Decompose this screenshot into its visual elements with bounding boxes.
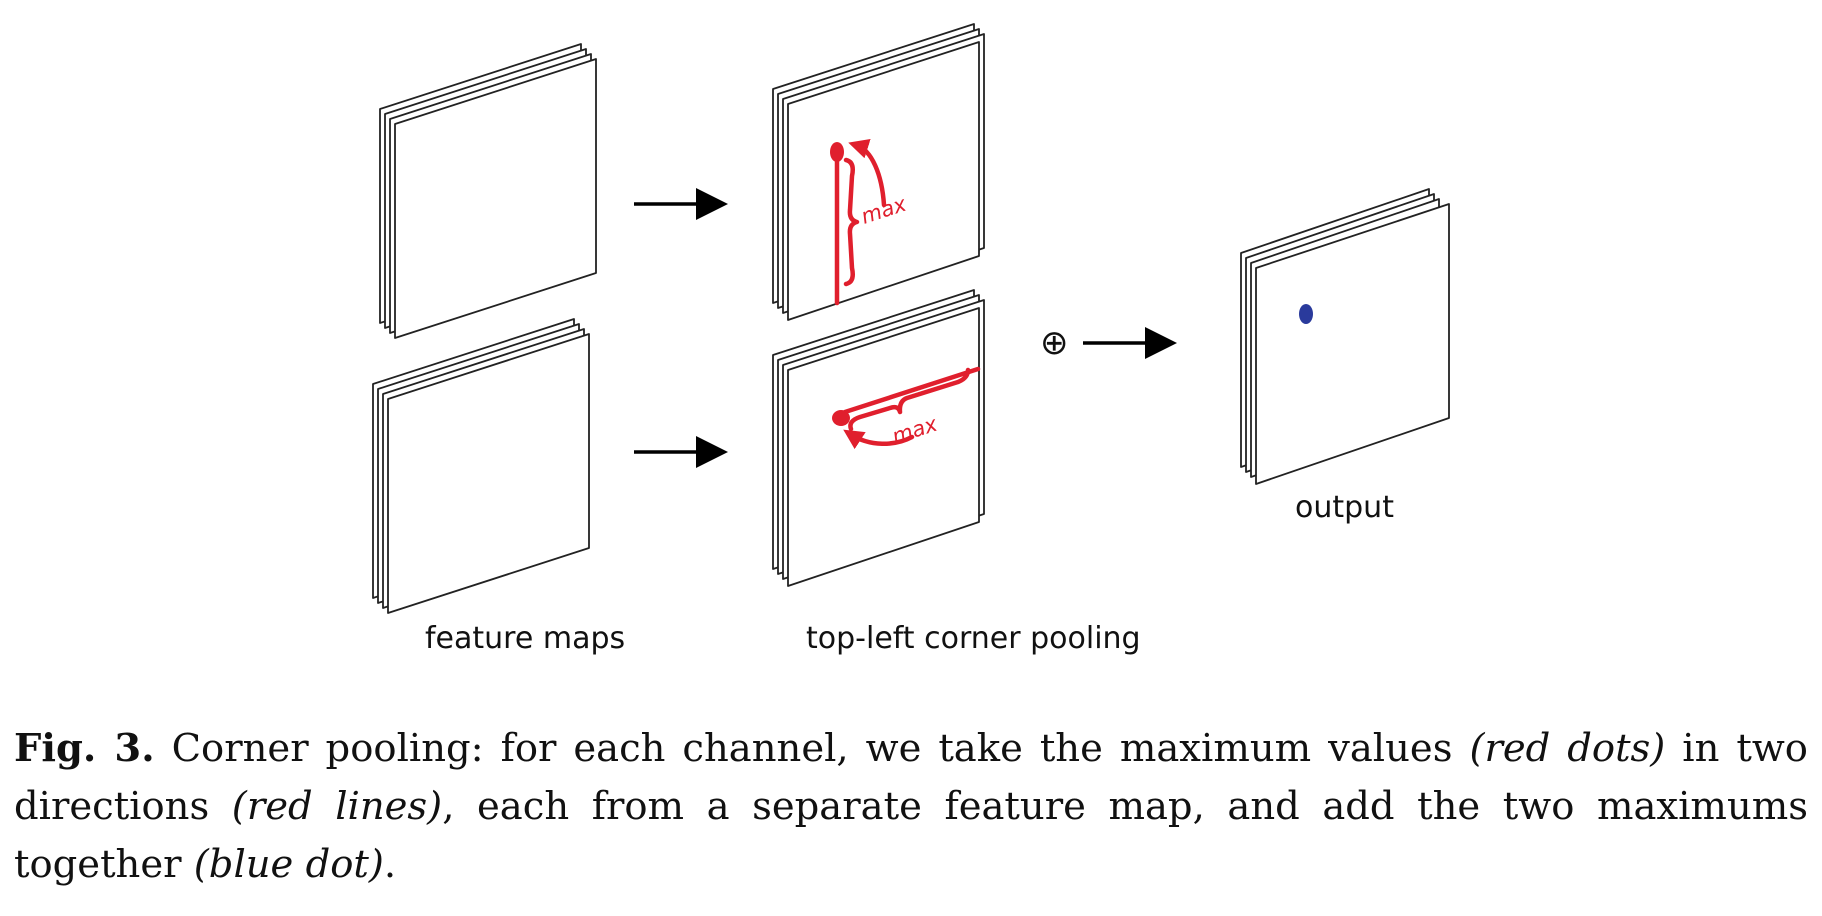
caption-red-lines: (red lines) [231,784,443,829]
caption-red-dots: (red dots) [1469,726,1666,771]
red-curved-arrow-horizontal [843,429,915,450]
red-line-horizontal [842,366,981,415]
red-dot-bottom [832,410,850,426]
arrow-to-output [1083,327,1177,359]
caption-text-3: , each from a separate feature map, and … [14,784,1809,887]
figure-number: Fig. 3. [14,726,155,771]
pooling-stack-top: max [772,23,985,321]
label-output: output [1295,490,1394,525]
label-feature-maps: feature maps [425,621,625,656]
plus-operator: ⊕ [1040,323,1069,363]
red-curved-arrow-vertical [848,138,887,208]
arrow-bottom [634,436,728,468]
output-stack [1240,188,1450,485]
pooling-stack-bottom: max [772,289,985,587]
red-dot-top [830,142,844,162]
red-brace-horizontal [848,367,971,432]
figure-caption: Fig. 3. Corner pooling: for each channel… [14,720,1808,894]
caption-blue-dot: (blue dot) [193,842,384,887]
blue-dot-output [1299,304,1313,324]
arrow-top [634,188,728,220]
caption-text-2: in two directions [14,726,1808,829]
caption-text-1: Corner pooling: for each channel, we tak… [154,726,1470,771]
label-corner-pooling: top-left corner pooling [806,621,1141,656]
feature-map-stack-bottom [372,318,590,614]
caption-text-4: . [383,842,397,887]
red-brace-vertical [843,157,860,287]
feature-map-stack-top [379,43,597,339]
